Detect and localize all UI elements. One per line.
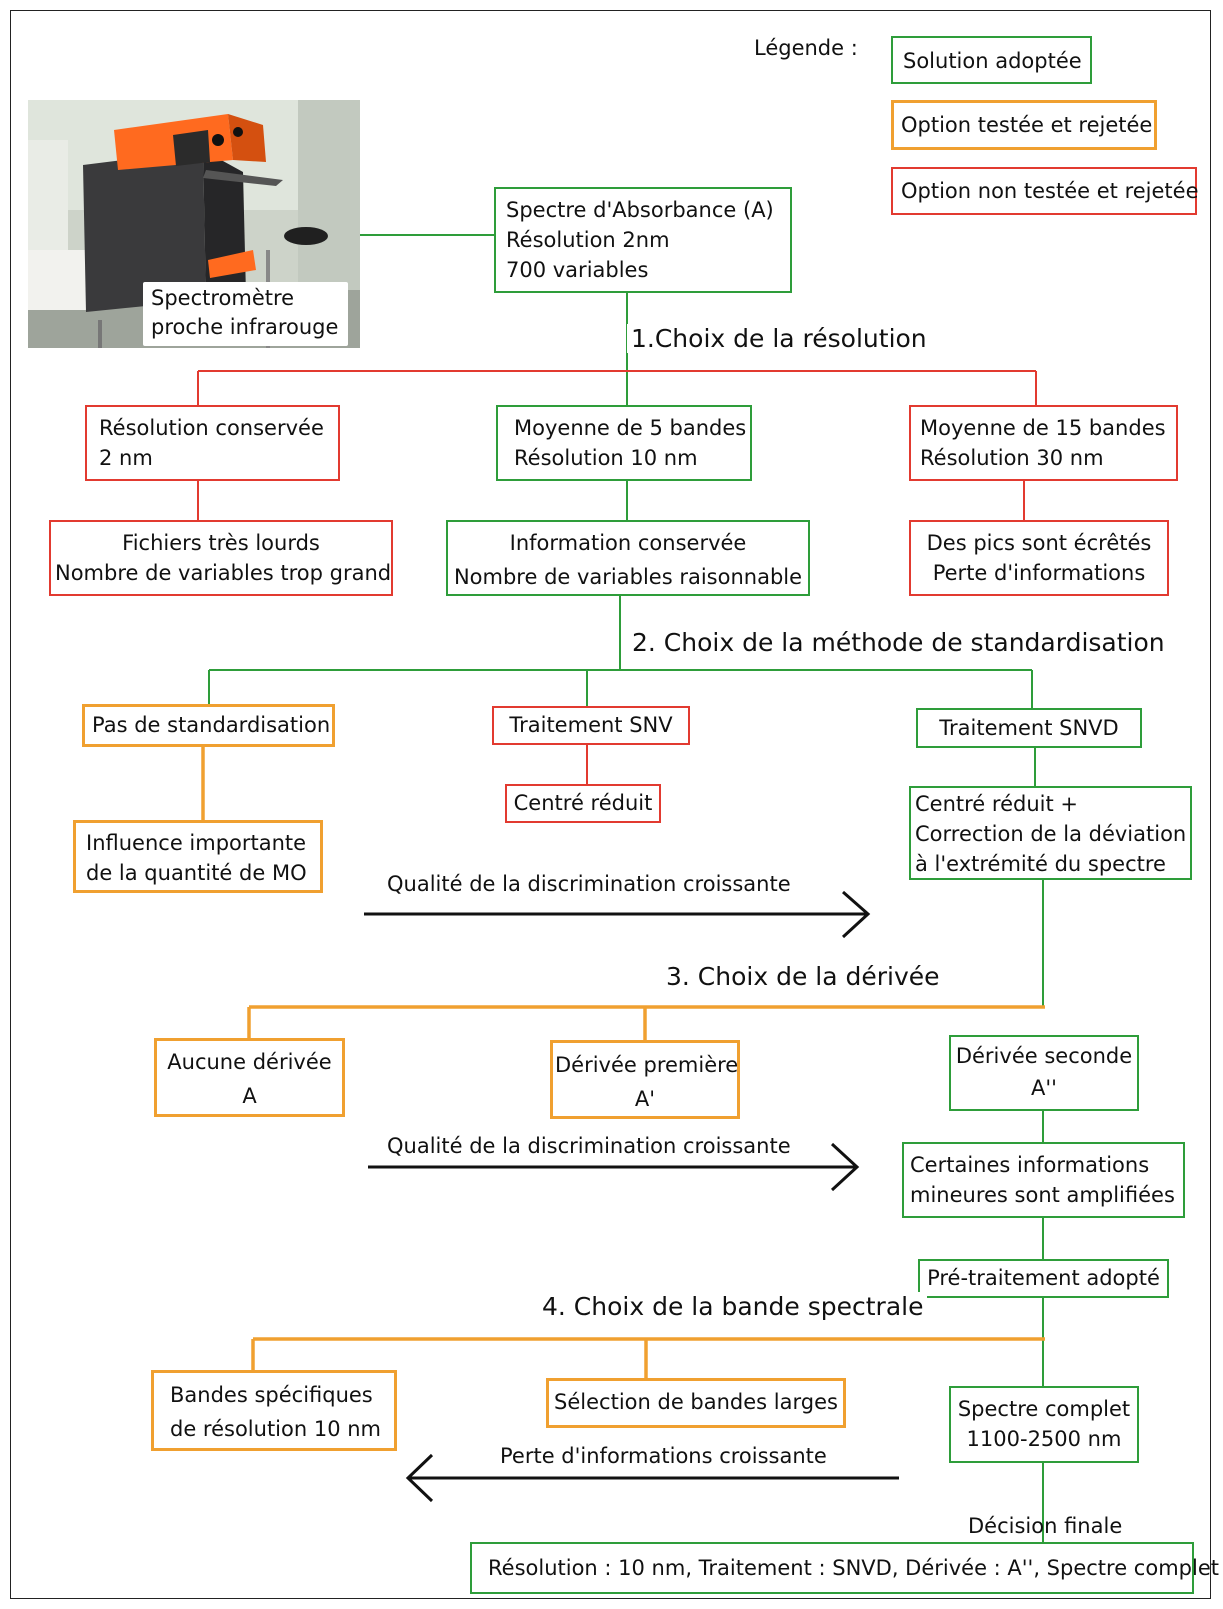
step1-option-b-line1: Moyenne de 5 bandes bbox=[514, 416, 747, 440]
final-label: Décision finale bbox=[968, 1514, 1123, 1538]
step2-option-b: Traitement SNV bbox=[492, 706, 690, 745]
step2-option-c: Traitement SNVD bbox=[916, 708, 1142, 748]
photo-caption: Spectromètre proche infrarouge bbox=[143, 282, 348, 346]
step1-option-b: Moyenne de 5 bandes Résolution 10 nm bbox=[496, 405, 752, 481]
step3-adopted: Pré-traitement adopté bbox=[918, 1259, 1169, 1298]
step3-result-c-line1: Certaines informations bbox=[910, 1153, 1150, 1177]
step1-option-a: Résolution conservée 2 nm bbox=[85, 405, 340, 481]
step2-result-a-line1: Influence importante bbox=[86, 831, 307, 855]
step2-result-c-line1: Centré réduit + bbox=[915, 792, 1078, 816]
step3-option-b-line2: A' bbox=[634, 1087, 656, 1111]
step4-option-c-line1: Spectre complet bbox=[957, 1397, 1131, 1421]
step3-title: 3. Choix de la dérivée bbox=[662, 962, 944, 991]
step1-result-c-line2: Perte d'informations bbox=[932, 561, 1146, 585]
photo-caption-line2: proche infrarouge bbox=[151, 315, 339, 339]
step3-option-a-line1: Aucune dérivée bbox=[167, 1050, 332, 1074]
step4-option-b-label: Sélection de bandes larges bbox=[554, 1390, 838, 1414]
step4-option-a-line2: de résolution 10 nm bbox=[170, 1417, 382, 1441]
step2-title: 2. Choix de la méthode de standardisatio… bbox=[628, 628, 1169, 657]
step3-result-c: Certaines informations mineures sont amp… bbox=[902, 1142, 1185, 1218]
step3-adopted-label: Pré-traitement adopté bbox=[927, 1266, 1160, 1290]
step2-result-c-line3: à l'extrémité du spectre bbox=[915, 852, 1166, 876]
step4-option-b: Sélection de bandes larges bbox=[546, 1378, 846, 1428]
step3-option-b-line1: Dérivée première bbox=[555, 1053, 739, 1077]
step3-option-a-line2: A bbox=[242, 1084, 257, 1108]
step2-option-a-label: Pas de standardisation bbox=[92, 713, 331, 737]
step4-option-c: Spectre complet 1100-2500 nm bbox=[949, 1386, 1139, 1463]
step2-result-b-label: Centré réduit bbox=[513, 791, 653, 815]
step1-option-c-line2: Résolution 30 nm bbox=[920, 446, 1104, 470]
step2-option-a: Pas de standardisation bbox=[82, 704, 335, 747]
start-line3: 700 variables bbox=[506, 258, 649, 282]
step2-option-b-label: Traitement SNV bbox=[509, 713, 673, 737]
step2-result-c-line2: Correction de la déviation bbox=[915, 822, 1187, 846]
step1-result-a-line2: Nombre de variables trop grand bbox=[55, 561, 392, 585]
step2-result-c: Centré réduit + Correction de la déviati… bbox=[909, 786, 1192, 880]
step1-result-c: Des pics sont écrêtés Perte d'informatio… bbox=[909, 520, 1169, 596]
start-node: Spectre d'Absorbance (A) Résolution 2nm … bbox=[494, 187, 792, 293]
step1-option-c: Moyenne de 15 bandes Résolution 30 nm bbox=[909, 405, 1178, 481]
step3-arrow-label: Qualité de la discrimination croissante bbox=[387, 1134, 791, 1158]
step2-arrow-label: Qualité de la discrimination croissante bbox=[387, 872, 791, 896]
step3-result-c-line2: mineures sont amplifiées bbox=[910, 1183, 1175, 1207]
step3-option-b: Dérivée première A' bbox=[550, 1040, 740, 1119]
photo-caption-line1: Spectromètre bbox=[151, 286, 295, 310]
legend-adopted-label: Solution adoptée bbox=[903, 49, 1082, 73]
step4-option-c-line2: 1100-2500 nm bbox=[966, 1427, 1122, 1451]
step1-result-b: Information conservée Nombre de variable… bbox=[446, 520, 810, 596]
final-decision-text: Résolution : 10 nm, Traitement : SNVD, D… bbox=[488, 1556, 1219, 1580]
step3-option-c: Dérivée seconde A'' bbox=[949, 1035, 1139, 1111]
step1-option-a-line2: 2 nm bbox=[99, 446, 153, 470]
figure-frame bbox=[10, 10, 1211, 1599]
step1-result-c-line1: Des pics sont écrêtés bbox=[926, 531, 1152, 555]
step3-option-c-line1: Dérivée seconde bbox=[955, 1044, 1133, 1068]
step4-option-a: Bandes spécifiques de résolution 10 nm bbox=[151, 1370, 397, 1451]
step3-option-c-line2: A'' bbox=[1031, 1076, 1057, 1100]
final-decision: Résolution : 10 nm, Traitement : SNVD, D… bbox=[470, 1542, 1219, 1594]
legend-tested-rejected: Option testée et rejetée bbox=[891, 100, 1157, 150]
step2-option-c-label: Traitement SNVD bbox=[939, 716, 1119, 740]
step1-option-b-line2: Résolution 10 nm bbox=[514, 446, 698, 470]
step1-result-a: Fichiers très lourds Nombre de variables… bbox=[49, 520, 393, 596]
step1-result-a-line1: Fichiers très lourds bbox=[122, 531, 320, 555]
legend-adopted: Solution adoptée bbox=[891, 36, 1092, 84]
step2-result-b: Centré réduit bbox=[505, 784, 661, 823]
step2-result-a-line2: de la quantité de MO bbox=[86, 861, 307, 885]
step4-arrow-label: Perte d'informations croissante bbox=[500, 1444, 827, 1468]
legend-untested-rejected-label: Option non testée et rejetée bbox=[901, 179, 1199, 203]
step4-option-a-line1: Bandes spécifiques bbox=[170, 1383, 373, 1407]
step1-option-c-line1: Moyenne de 15 bandes bbox=[920, 416, 1166, 440]
legend-untested-rejected: Option non testée et rejetée bbox=[891, 167, 1199, 215]
step1-option-a-line1: Résolution conservée bbox=[99, 416, 324, 440]
step1-result-b-line2: Nombre de variables raisonnable bbox=[453, 565, 803, 589]
start-line1: Spectre d'Absorbance (A) bbox=[506, 198, 774, 222]
step4-title: 4. Choix de la bande spectrale bbox=[538, 1292, 928, 1321]
step2-result-a: Influence importante de la quantité de M… bbox=[73, 820, 323, 893]
step3-option-a: Aucune dérivée A bbox=[154, 1038, 345, 1117]
legend-title: Légende : bbox=[754, 36, 858, 60]
start-line2: Résolution 2nm bbox=[506, 228, 670, 252]
legend-tested-rejected-label: Option testée et rejetée bbox=[901, 113, 1153, 137]
step1-title: 1.Choix de la résolution bbox=[627, 324, 931, 353]
step1-result-b-line1: Information conservée bbox=[509, 531, 747, 555]
